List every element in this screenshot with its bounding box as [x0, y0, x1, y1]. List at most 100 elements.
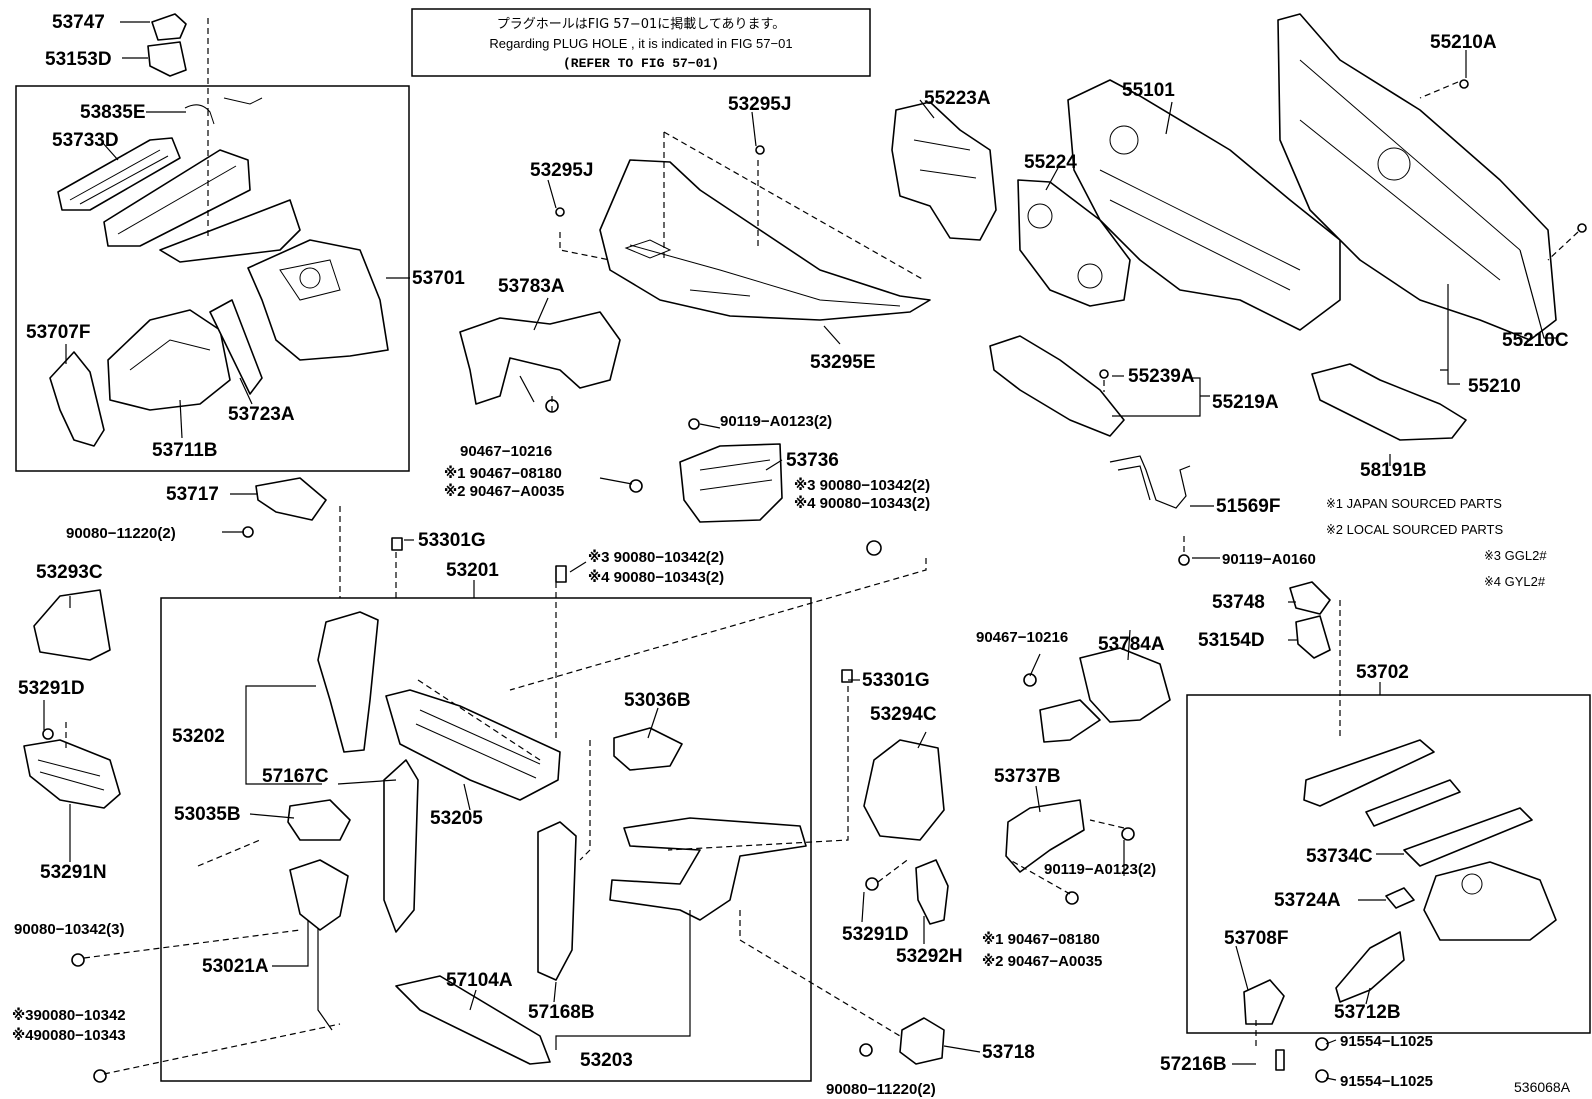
part-55210 — [1277, 13, 1557, 341]
label-53717: 53717 — [166, 484, 219, 505]
part-labels: 53747 53153D 53835E 53733D 53701 53707F … — [12, 12, 1571, 1098]
part-drawings — [23, 13, 1587, 1083]
label-55239A: 55239A — [1128, 366, 1195, 387]
label-51569F: 51569F — [1216, 496, 1280, 517]
part-apron-upper — [159, 199, 301, 263]
part-53202 — [317, 611, 379, 753]
label-55223A: 55223A — [924, 88, 991, 109]
part-53153D — [147, 41, 187, 77]
part-53708F — [1243, 979, 1285, 1025]
plug-hole-note: プラグホールはFIG 57−01に掲載してあります。 Regarding PLU… — [411, 8, 871, 77]
label-53153D: 53153D — [45, 49, 112, 70]
part-53783A — [459, 311, 621, 405]
label-90119-A0160: 90119−A0160 — [1222, 551, 1316, 568]
label-91554-L1025-top: 91554−L1025 — [1340, 1033, 1433, 1050]
label-57216B: 57216B — [1160, 1054, 1227, 1075]
part-53711B — [107, 309, 231, 411]
label-53747: 53747 — [52, 12, 105, 33]
label-53301G-left: 53301G — [418, 530, 486, 551]
label-57104A: 57104A — [446, 970, 513, 991]
label-53202: 53202 — [172, 726, 225, 747]
label-53748: 53748 — [1212, 592, 1265, 613]
part-55101 — [1067, 79, 1341, 331]
label-90467-10216-right: 90467−10216 — [976, 629, 1068, 646]
note-line-jp: プラグホールはFIG 57−01に掲載してあります。 — [497, 16, 785, 32]
part-53036B — [613, 727, 683, 771]
label-90080-11220-bottom: 90080−11220(2) — [826, 1081, 936, 1098]
label-53737B: 53737B — [994, 766, 1061, 787]
label-53733D: 53733D — [52, 130, 119, 151]
label-53783A: 53783A — [498, 276, 565, 297]
part-53295E — [599, 159, 931, 321]
label-90080-10342-3: 90080−10342(3) — [14, 921, 125, 938]
legend-japan-sourced: ※1 JAPAN SOURCED PARTS — [1326, 496, 1502, 511]
part-53748 — [1289, 581, 1331, 615]
note-line-ref: (REFER TO FIG 57−01) — [563, 56, 719, 71]
part-53737B — [1005, 799, 1085, 873]
label-x4-90080-10343-mid: ※4 90080−10343(2) — [588, 568, 724, 586]
label-x4-90080-10343-top: ※4 90080−10343(2) — [794, 494, 930, 512]
part-53154D — [1295, 615, 1331, 659]
label-53201: 53201 — [446, 560, 499, 581]
part-53712B — [1335, 931, 1405, 1003]
label-53203: 53203 — [580, 1050, 633, 1071]
part-55223A — [891, 101, 997, 241]
part-58191B — [1311, 363, 1467, 441]
label-53718: 53718 — [982, 1042, 1035, 1063]
label-53035B: 53035B — [174, 804, 241, 825]
label-x2-90467-A0035-left: ※2 90467−A0035 — [444, 482, 564, 500]
part-53293C — [33, 589, 111, 661]
part-53723A — [209, 299, 263, 395]
part-53747 — [151, 13, 187, 41]
label-53294C: 53294C — [870, 704, 937, 725]
label-90080-11220-left: 90080−11220(2) — [66, 525, 176, 542]
label-53701: 53701 — [412, 268, 465, 289]
note-line-en: Regarding PLUG HOLE , it is indicated in… — [489, 36, 792, 51]
part-apron-right — [1423, 861, 1557, 941]
part-57167C — [383, 759, 419, 933]
label-x1-90467-08180-right: ※1 90467−08180 — [982, 930, 1100, 948]
label-53784A: 53784A — [1098, 634, 1165, 655]
part-apron-main — [247, 239, 389, 361]
label-x4-90080-10343: ※490080−10343 — [12, 1026, 126, 1044]
part-53203 — [609, 817, 807, 921]
part-53734C — [1403, 807, 1533, 867]
label-55210C: 55210C — [1502, 330, 1569, 351]
label-91554-L1025-bottom: 91554−L1025 — [1340, 1073, 1433, 1090]
legend-local-sourced: ※2 LOCAL SOURCED PARTS — [1326, 522, 1503, 537]
label-53036B: 53036B — [624, 690, 691, 711]
label-57167C: 57167C — [262, 766, 329, 787]
label-53712B: 53712B — [1334, 1002, 1401, 1023]
group-box-53201 — [160, 597, 812, 1082]
label-53295J-right: 53295J — [728, 94, 791, 115]
label-53723A: 53723A — [228, 404, 295, 425]
part-53835E — [184, 104, 215, 125]
part-53707F — [49, 351, 105, 447]
part-53784A — [1079, 647, 1171, 723]
label-55224: 55224 — [1024, 152, 1077, 173]
part-51569F — [1109, 455, 1191, 509]
label-58191B: 58191B — [1360, 460, 1427, 481]
part-53718 — [899, 1017, 945, 1065]
label-53291D-right: 53291D — [842, 924, 909, 945]
part-57104A — [395, 975, 551, 1065]
label-53154D: 53154D — [1198, 630, 1265, 651]
label-90119-A0123-right: 90119−A0123(2) — [1044, 861, 1156, 878]
label-x3-90080-10342-top: ※3 90080−10342(2) — [794, 476, 930, 494]
label-53295E: 53295E — [810, 352, 876, 373]
part-53205 — [385, 689, 561, 801]
label-55210A: 55210A — [1430, 32, 1497, 53]
label-90119-A0123-top: 90119−A0123(2) — [720, 413, 832, 430]
figure-code: 536068A — [1514, 1079, 1571, 1095]
part-upper-member — [103, 149, 251, 247]
label-53291D-left: 53291D — [18, 678, 85, 699]
label-x3-90080-10342-mid: ※3 90080−10342(2) — [588, 548, 724, 566]
part-53021A — [289, 859, 349, 931]
part-53736 — [679, 443, 783, 523]
part-53291N — [23, 739, 121, 809]
label-55101: 55101 — [1122, 80, 1175, 101]
label-53734C: 53734C — [1306, 846, 1373, 867]
part-53292H — [915, 859, 949, 925]
label-53702: 53702 — [1356, 662, 1409, 683]
label-55219A: 55219A — [1212, 392, 1279, 413]
